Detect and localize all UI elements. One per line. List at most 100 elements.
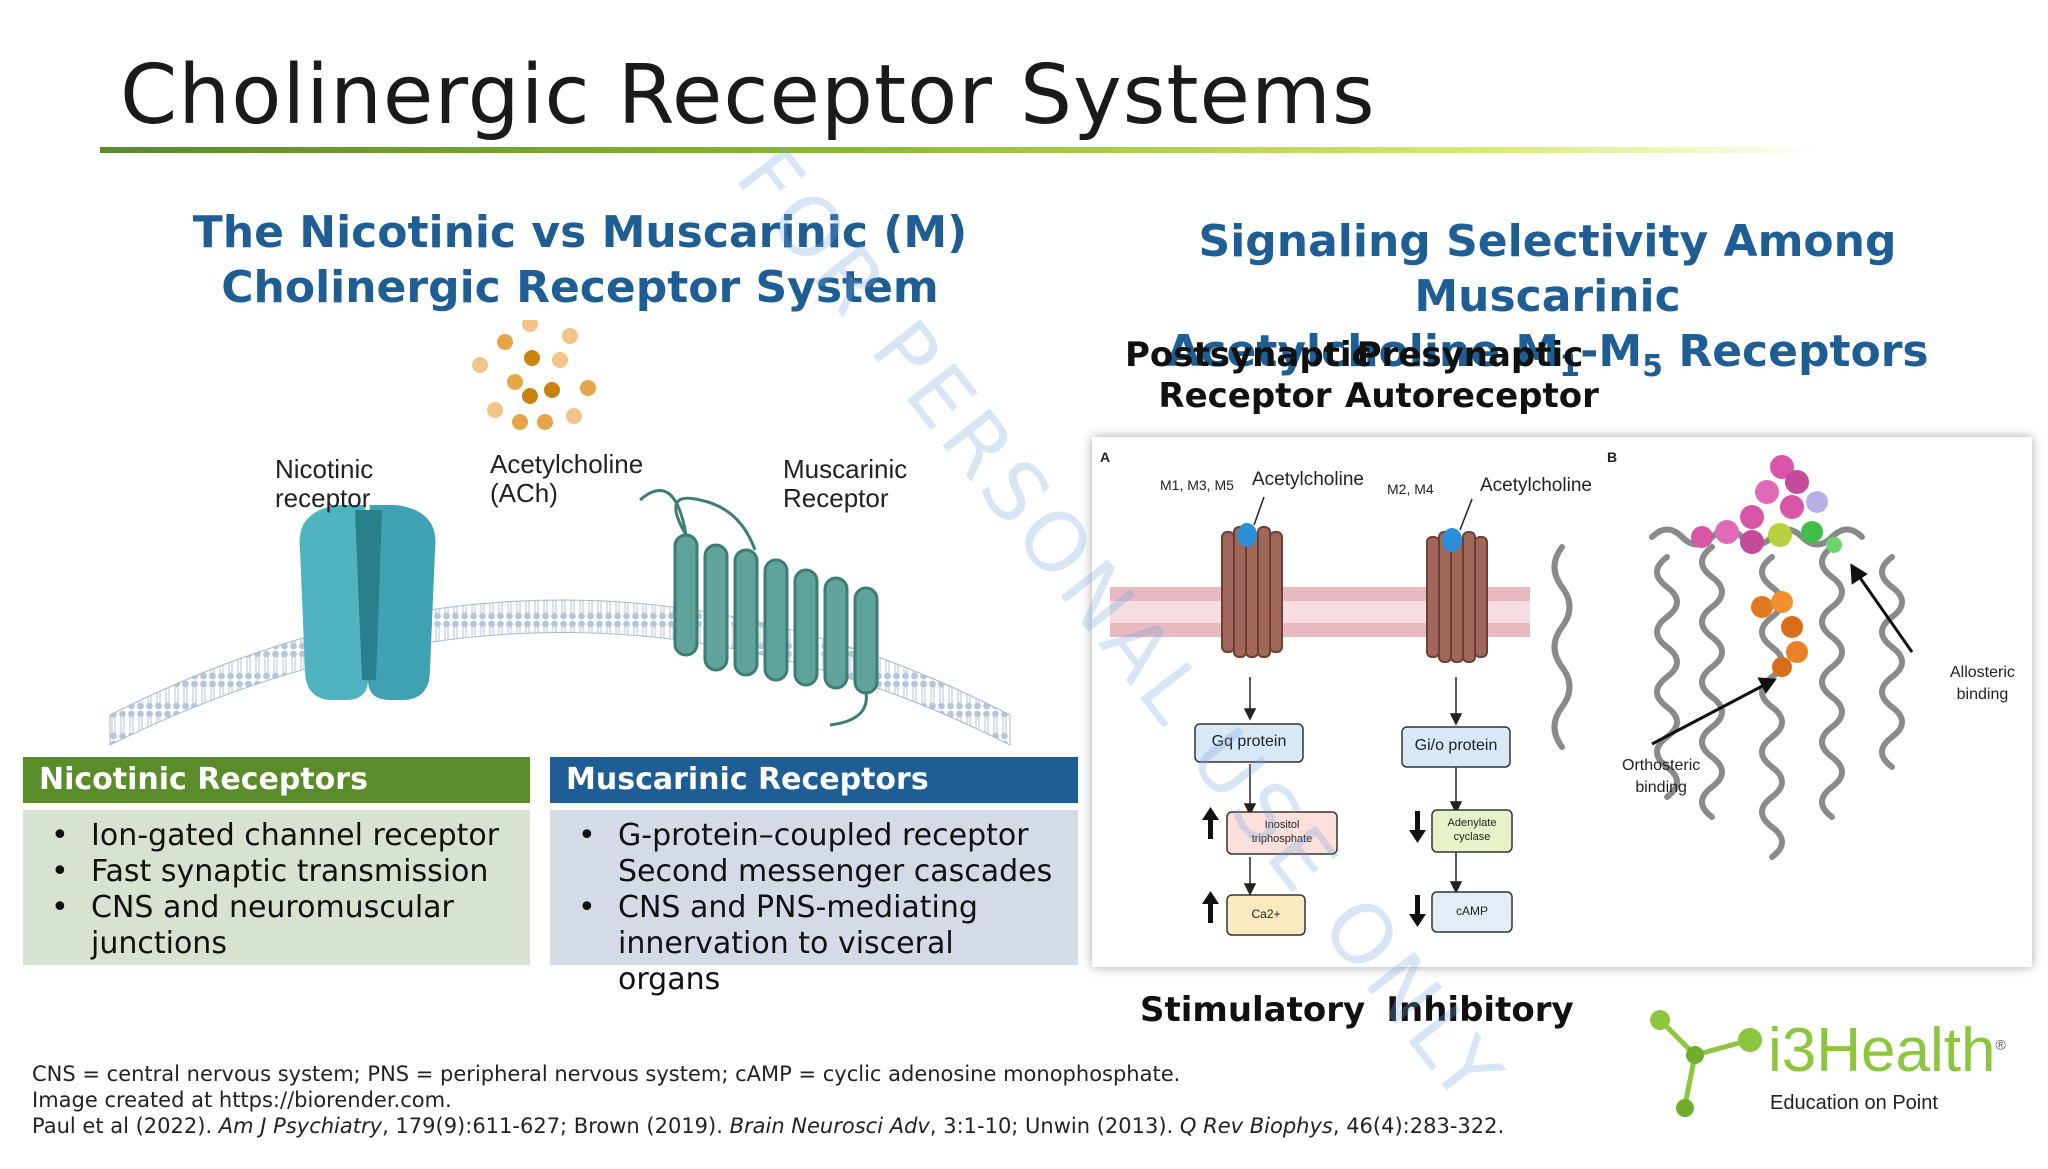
m24-label: M2, M4 bbox=[1387, 481, 1434, 497]
membrane-band-mid bbox=[1110, 601, 1530, 623]
ip3-line2: triphosphate bbox=[1251, 833, 1313, 845]
ref-e: , 3:1-10; Unwin (2013). bbox=[929, 1114, 1180, 1138]
nicotinic-item-3-cont: junctions bbox=[91, 926, 227, 961]
nicotinic-item-3: CNS and neuromuscular bbox=[39, 890, 514, 926]
muscarinic-receptor-label: Muscarinic Receptor bbox=[783, 455, 907, 512]
nicotinic-box-title: Nicotinic Receptors bbox=[23, 757, 530, 803]
postsynaptic-label: Postsynaptic Receptor bbox=[1125, 335, 1372, 417]
muscarinic-label-line1: Muscarinic bbox=[783, 454, 908, 484]
gq-protein-box bbox=[1194, 723, 1304, 763]
camp-box bbox=[1431, 891, 1513, 933]
postsynaptic-line1: Postsynaptic bbox=[1125, 335, 1372, 375]
right-heading-post: Receptors bbox=[1663, 326, 1929, 377]
right-heading: Signaling Selectivity Among Muscarinic A… bbox=[1085, 214, 2010, 385]
inhibitory-label: Inhibitory bbox=[1386, 990, 1574, 1030]
calcium-label: Ca2+ bbox=[1251, 907, 1281, 921]
allosteric-ligand bbox=[1691, 455, 1842, 554]
ach-label-right: Acetylcholine bbox=[1480, 475, 1592, 496]
i3health-tagline: Education on Point bbox=[1770, 1092, 1938, 1114]
protein-structure bbox=[1551, 526, 1905, 860]
ip3-label: Inositol triphosphate bbox=[1227, 818, 1337, 846]
ip3-line1: Inositol bbox=[1264, 819, 1300, 831]
right-heading-sub5: 5 bbox=[1642, 348, 1663, 384]
muscarinic-receptor-shape bbox=[639, 489, 879, 727]
ref-b: Am J Psychiatry bbox=[218, 1114, 383, 1138]
footnote-abbreviations: CNS = central nervous system; PNS = peri… bbox=[32, 1062, 1181, 1086]
acetylcholine-label: Acetylcholine (ACh) bbox=[490, 450, 643, 507]
gpcr-right bbox=[1426, 531, 1488, 663]
nicotinic-receptor-label: Nicotinic receptor bbox=[275, 455, 373, 512]
nicotinic-receptor-shape bbox=[299, 505, 436, 700]
right-heading-sub1: 1 bbox=[1559, 348, 1581, 384]
muscarinic-item-1-cont: Second messenger cascades bbox=[618, 854, 1053, 889]
membrane-band-top bbox=[1110, 587, 1530, 601]
gq-protein-label: Gq protein bbox=[1211, 733, 1287, 750]
orthosteric-line1: Orthosteric bbox=[1622, 757, 1701, 774]
m135-label: M1, M3, M5 bbox=[1160, 477, 1234, 493]
membrane-band-bottom bbox=[1110, 623, 1530, 637]
calcium-box bbox=[1226, 894, 1306, 936]
presynaptic-line1: Presynaptic bbox=[1356, 335, 1584, 375]
ach-label-line2: (ACh) bbox=[490, 477, 558, 508]
ref-g: , 46(4):283-322. bbox=[1332, 1114, 1505, 1138]
footnote-image-credit: Image created at https://biorender.com. bbox=[32, 1088, 452, 1112]
right-heading-pre: Acetylcholine M bbox=[1166, 326, 1560, 377]
nicotinic-label-line1: Nicotinic bbox=[275, 454, 374, 484]
muscarinic-box-body: G-protein–coupled receptor Second messen… bbox=[550, 810, 1078, 997]
nicotinic-box-body: Ion-gated channel receptor Fast synaptic… bbox=[23, 810, 530, 965]
nicotinic-item-1: Ion-gated channel receptor bbox=[39, 818, 514, 854]
muscarinic-item-2-cont: innervation to visceral organs bbox=[618, 926, 954, 997]
signaling-figure bbox=[1110, 455, 1914, 936]
left-heading: The Nicotinic vs Muscarinic (M) Choliner… bbox=[160, 205, 1000, 315]
right-heading-mid: -M bbox=[1580, 326, 1643, 377]
receptor-illustration bbox=[109, 320, 1011, 746]
title-underline bbox=[100, 147, 1820, 153]
i3health-logo-name: i3Health® bbox=[1768, 1020, 2006, 1082]
ach-label-line1: Acetylcholine bbox=[490, 449, 644, 479]
gio-protein-box bbox=[1401, 726, 1511, 768]
adenylate-cyclase-box bbox=[1431, 809, 1513, 853]
stimulatory-label: Stimulatory bbox=[1140, 990, 1366, 1030]
right-heading-line2: Acetylcholine M1-M5 Receptors bbox=[1085, 324, 2010, 385]
ref-c: , 179(9):611-627; Brown (2019). bbox=[382, 1114, 730, 1138]
i3health-logo-mark bbox=[1650, 1010, 1762, 1117]
adenylate-cyclase-label: Adenylate cyclase bbox=[1432, 816, 1512, 844]
muscarinic-item-1: G-protein–coupled receptor bbox=[566, 818, 1062, 854]
logo-name-text: i3Health bbox=[1768, 1016, 1996, 1085]
ip3-box bbox=[1226, 811, 1338, 855]
muscarinic-item-2: CNS and PNS-mediating bbox=[566, 890, 1062, 926]
gpcr-left bbox=[1221, 526, 1283, 658]
ref-f: Q Rev Biophys bbox=[1179, 1114, 1333, 1138]
nicotinic-item-2: Fast synaptic transmission bbox=[39, 854, 514, 890]
ach-label-left: Acetylcholine bbox=[1252, 469, 1364, 490]
presynaptic-line2: Autoreceptor bbox=[1345, 375, 1599, 416]
right-heading-line1: Signaling Selectivity Among Muscarinic bbox=[1198, 216, 1897, 322]
camp-label: cAMP bbox=[1455, 904, 1488, 918]
ref-d: Brain Neurosci Adv bbox=[729, 1114, 930, 1138]
muscarinic-label-line2: Receptor bbox=[783, 482, 889, 513]
ach-ligand-left bbox=[1237, 523, 1257, 547]
footnote-references: Paul et al (2022). Am J Psychiatry, 179(… bbox=[32, 1114, 1504, 1138]
gio-protein-label: Gi/o protein bbox=[1414, 737, 1498, 754]
presynaptic-label: Presynaptic Autoreceptor bbox=[1345, 335, 1599, 417]
nicotinic-label-line2: receptor bbox=[275, 482, 371, 513]
allosteric-line1: Allosteric bbox=[1950, 664, 2015, 681]
left-heading-line1: The Nicotinic vs Muscarinic (M) bbox=[192, 207, 968, 258]
left-heading-line2: Cholinergic Receptor System bbox=[221, 262, 939, 313]
signaling-figure-panel: A B M1, M3, M5 Acetylcholine M2, M4 Acet… bbox=[1092, 437, 2032, 967]
muscarinic-box-title: Muscarinic Receptors bbox=[550, 757, 1078, 803]
logo-registered-mark: ® bbox=[1995, 1036, 2006, 1053]
panel-b-label: B bbox=[1607, 449, 1618, 465]
ref-a: Paul et al (2022). bbox=[32, 1114, 219, 1138]
allosteric-line2: binding bbox=[1956, 686, 2009, 703]
acetylcholine-molecules bbox=[472, 320, 596, 430]
panel-a-label: A bbox=[1100, 449, 1111, 465]
allosteric-binding-label: Allosteric binding bbox=[1950, 662, 2015, 706]
postsynaptic-line2: Receptor bbox=[1158, 375, 1332, 416]
orthosteric-line2: binding bbox=[1635, 779, 1687, 796]
ac-line2: cyclase bbox=[1453, 831, 1491, 843]
orthosteric-ligand bbox=[1751, 591, 1808, 677]
orthosteric-binding-label: Orthosteric binding bbox=[1622, 755, 1700, 799]
slide-title: Cholinergic Receptor Systems bbox=[120, 48, 1376, 143]
ach-ligand-right bbox=[1442, 528, 1462, 552]
